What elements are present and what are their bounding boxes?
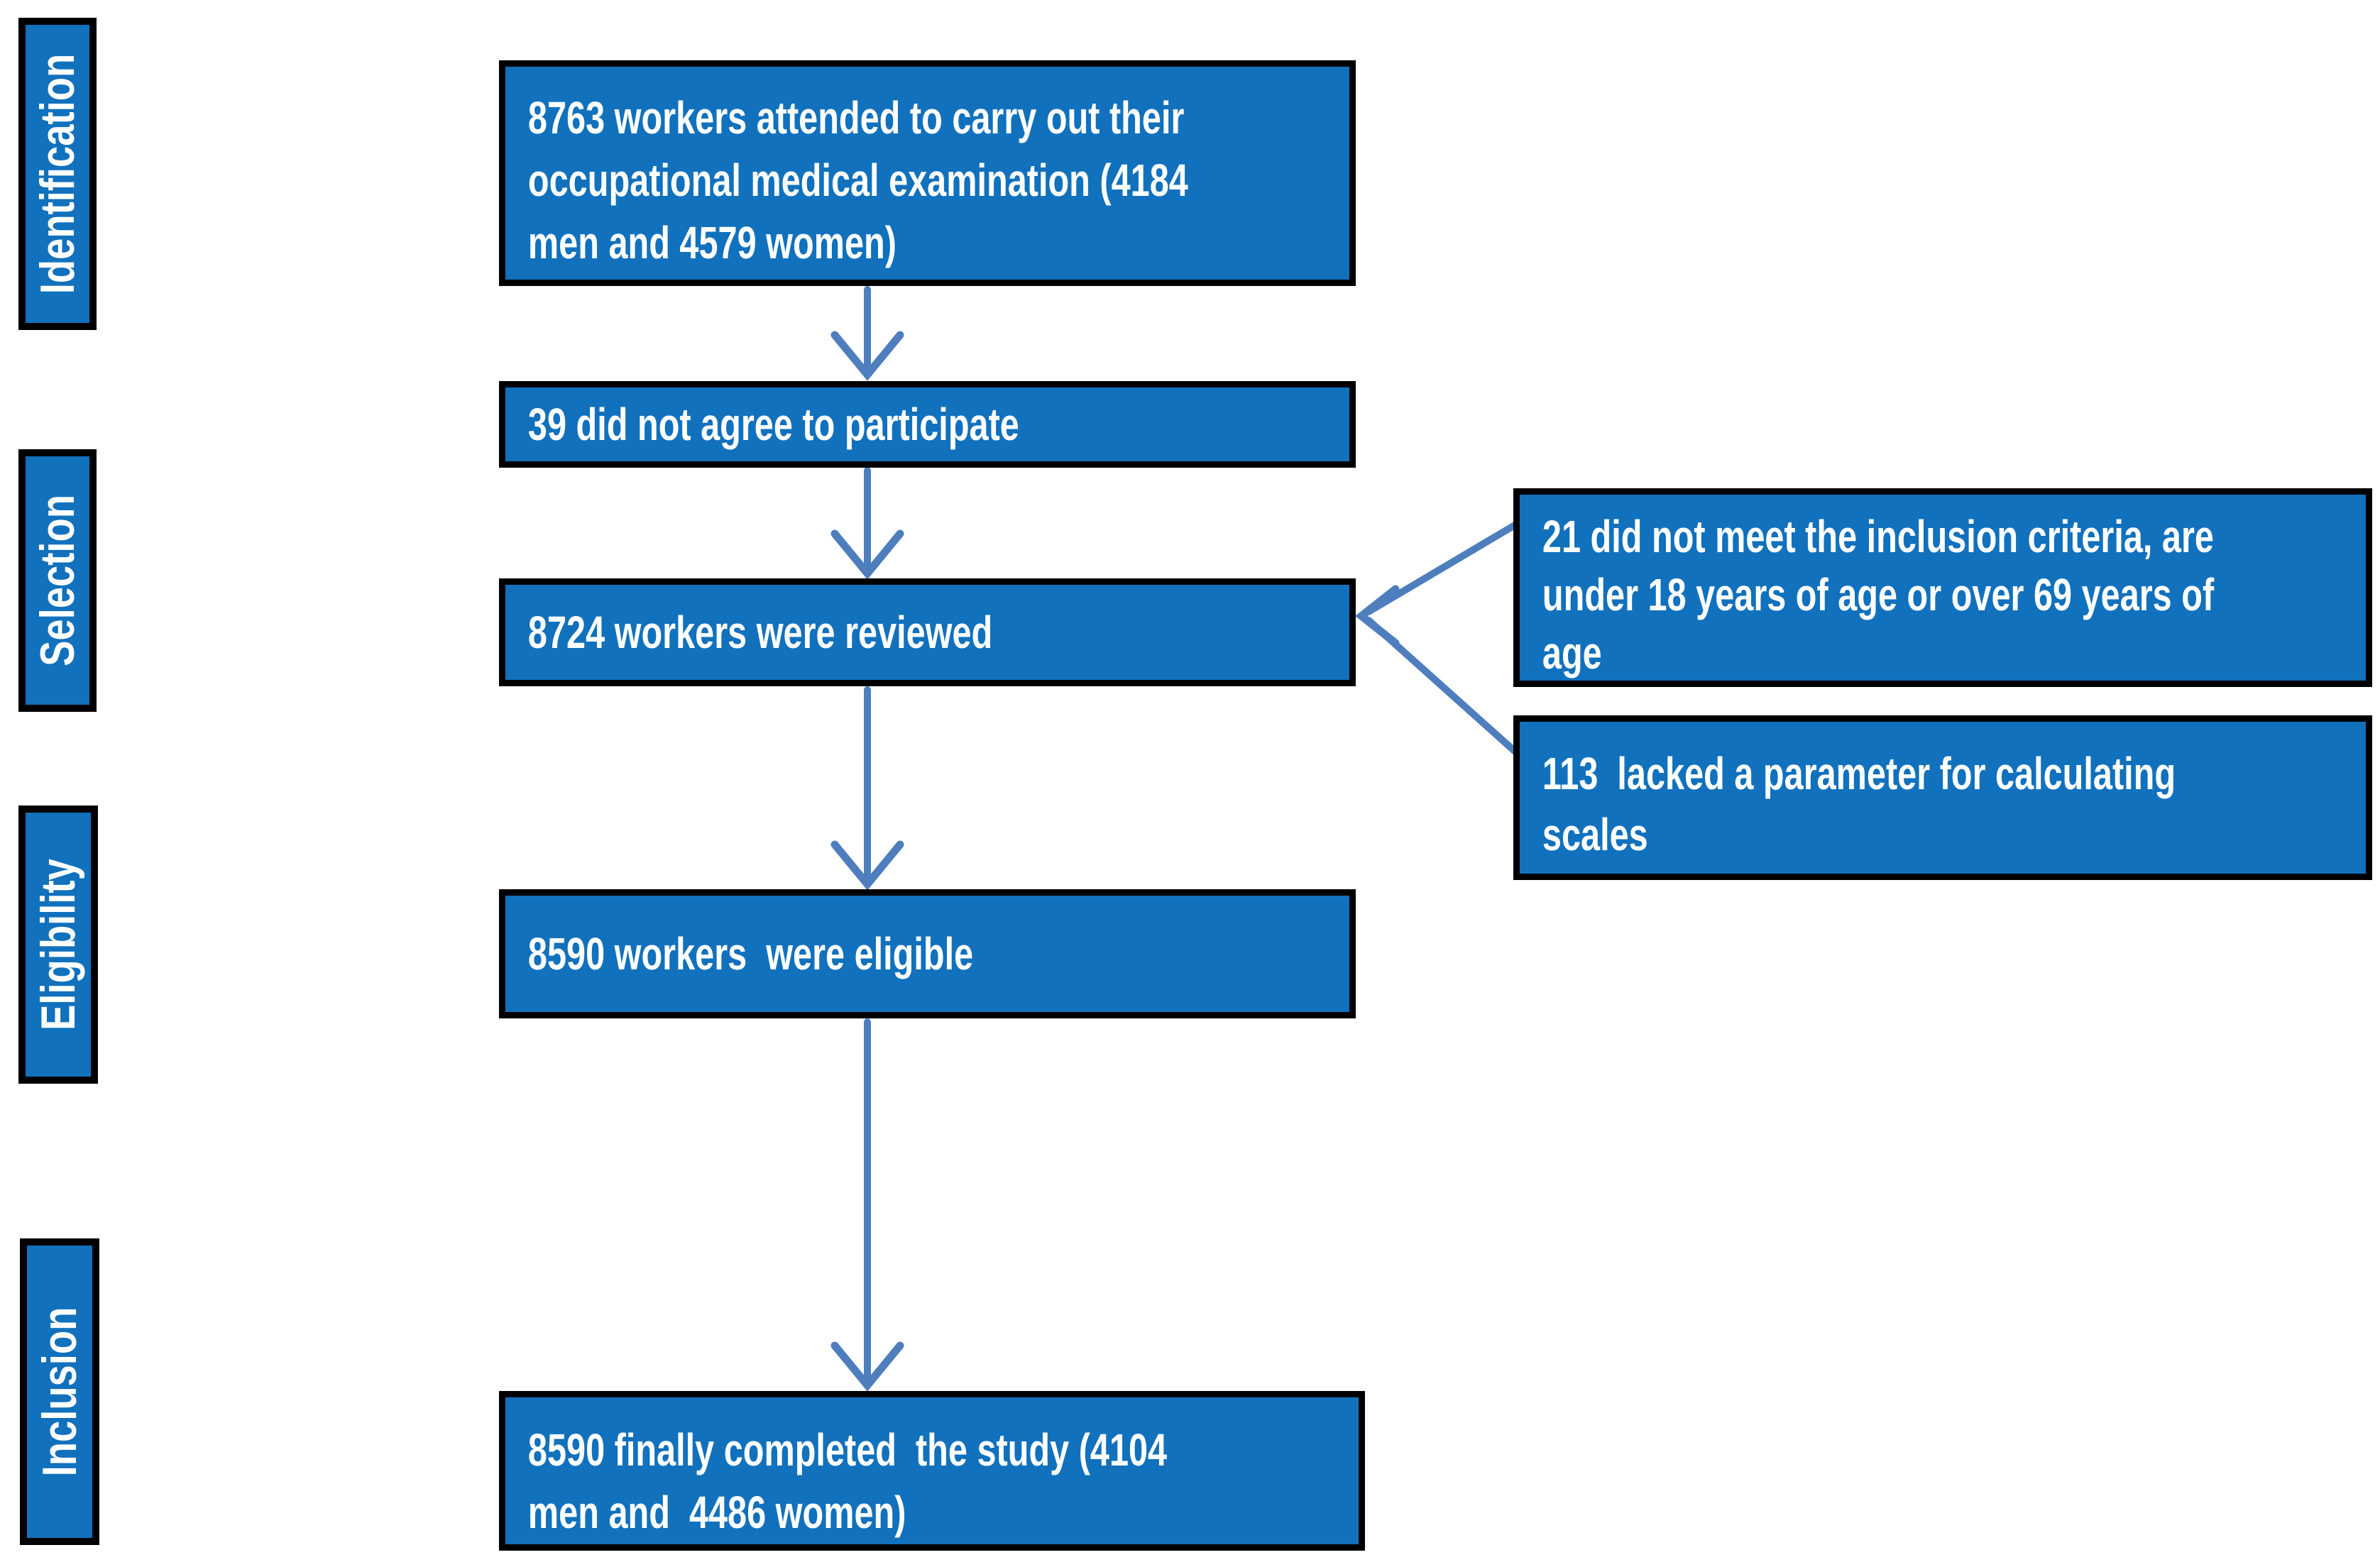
flow-box-completed-line2: men and 4486 women) — [527, 1487, 906, 1538]
flow-box-eligible-line1: 8590 workers were eligible — [527, 928, 974, 979]
connector-reviewed-to-exclusions — [1355, 522, 1521, 757]
exclusion-box-inclusion-criteria-line3: age — [1542, 627, 1602, 678]
flow-box-not-agree: 39 did not agree to participate — [499, 381, 1356, 468]
stage-label-identification: Identification — [18, 18, 97, 330]
flow-box-attended-line1: 8763 workers attended to carry out their — [527, 92, 1185, 143]
exclusion-box-lacked-parameter-line1: 113 lacked a parameter for calculating — [1542, 748, 2176, 799]
stage-label-selection: Selection — [18, 449, 97, 712]
flow-box-reviewed-line1: 8724 workers were reviewed — [527, 607, 993, 658]
stage-label-selection-text: Selection — [31, 495, 84, 666]
flow-box-attended-line3: men and 4579 women) — [527, 217, 896, 268]
flow-box-reviewed: 8724 workers were reviewed — [499, 578, 1356, 686]
arrow-notagree-to-reviewed — [830, 467, 904, 580]
flow-box-completed: 8590 finally completed the study (4104 m… — [499, 1391, 1365, 1551]
stage-label-eligibility-text: Eligibility — [31, 859, 85, 1030]
flow-box-attended: 8763 workers attended to carry out their… — [499, 60, 1356, 286]
flow-box-eligible: 8590 workers were eligible — [499, 889, 1356, 1018]
flow-box-not-agree-line1: 39 did not agree to participate — [527, 399, 1019, 450]
stage-label-identification-text: Identification — [31, 53, 84, 295]
stage-label-eligibility: Eligibility — [18, 806, 98, 1084]
arrow-eligible-to-completed — [830, 1018, 904, 1392]
exclusion-box-inclusion-criteria: 21 did not meet the inclusion criteria, … — [1513, 488, 2372, 687]
flow-box-completed-line1: 8590 finally completed the study (4104 — [527, 1424, 1168, 1475]
exclusion-box-lacked-parameter: 113 lacked a parameter for calculating s… — [1513, 715, 2372, 880]
exclusion-box-inclusion-criteria-line2: under 18 years of age or over 69 years o… — [1542, 569, 2215, 620]
exclusion-box-inclusion-criteria-line1: 21 did not meet the inclusion criteria, … — [1542, 511, 2214, 562]
flow-box-attended-line2: occupational medical examination (4184 — [527, 155, 1188, 206]
arrow-attended-to-notagree — [830, 286, 904, 381]
stage-label-inclusion-text: Inclusion — [33, 1307, 87, 1477]
exclusion-box-lacked-parameter-line2: scales — [1542, 809, 1648, 860]
arrow-reviewed-to-eligible — [830, 686, 904, 891]
stage-label-inclusion: Inclusion — [20, 1238, 99, 1545]
